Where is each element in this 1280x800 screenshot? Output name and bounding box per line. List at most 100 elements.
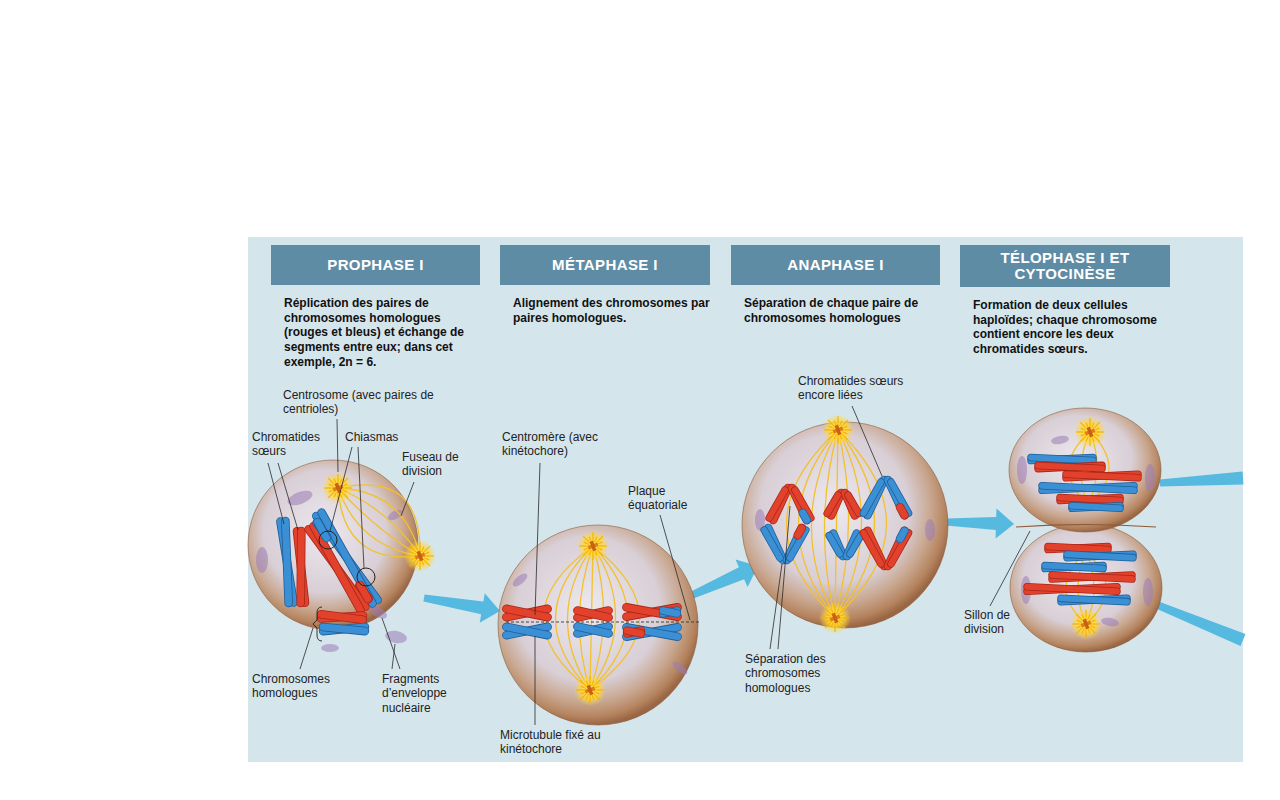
chromatid: [1060, 498, 1120, 501]
chromatid: [297, 531, 305, 603]
callout-label: Fuseau de division: [402, 450, 468, 479]
centrosome-ray: [419, 542, 420, 552]
centrosome-glow: [1074, 416, 1106, 448]
chromatid: [506, 609, 547, 617]
centrosome-ray: [579, 545, 589, 546]
centrosome-ray: [589, 694, 590, 704]
centrosome: [574, 674, 606, 706]
chromatid-outline: [314, 526, 361, 610]
centrosome: [819, 602, 851, 634]
chromatid: [318, 522, 327, 538]
centrosome-ray: [834, 434, 836, 440]
chromatid-outline: [864, 482, 881, 513]
chromatid-outline: [1048, 547, 1108, 550]
chromatid-outline: [1031, 457, 1093, 460]
nuclear-envelope-fragment: [511, 571, 530, 589]
spindle-fiber: [786, 430, 838, 618]
centrosome-glow: [574, 674, 606, 706]
chromatid-outline: [1031, 457, 1093, 460]
stage-title: MÉTAPHASE I: [552, 257, 658, 273]
chromatid-outline: [798, 528, 802, 535]
chromatid: [1052, 575, 1132, 579]
chromatid-outline: [900, 507, 904, 515]
chromatid-outline: [829, 536, 840, 554]
chromatid-outline: [506, 609, 547, 617]
centriole: [835, 425, 842, 436]
chromatid-outline: [626, 607, 677, 616]
chromatid-outline: [577, 627, 608, 634]
chromatid: [280, 522, 293, 603]
chromatid-outline: [1052, 575, 1132, 579]
centrosome-ray: [584, 542, 590, 544]
chromatid: [317, 523, 328, 538]
leader-line: [268, 463, 284, 524]
stage-header: PROPHASE IRéplication des paires de chro…: [271, 245, 480, 285]
centrosome-ray: [837, 416, 838, 426]
stage-title: TÉLOPHASE I ET CYTOCINÈSE: [968, 250, 1162, 282]
chromatid: [864, 482, 881, 513]
chromatid-outline: [803, 513, 807, 520]
centrosome-ray: [411, 552, 417, 554]
centrosome: [404, 540, 436, 572]
chromatid: [506, 609, 547, 617]
spindle-fiber: [798, 430, 838, 618]
centrosome-ray: [1086, 436, 1088, 442]
centrosome-ray: [422, 547, 424, 553]
chromatid: [1072, 506, 1120, 508]
chromatid: [360, 585, 368, 599]
centriole: [1083, 619, 1090, 630]
chromatid: [1038, 465, 1102, 468]
centrosome-ray: [416, 560, 418, 566]
chromatid-outline: [848, 495, 859, 513]
chromatid: [1027, 587, 1117, 591]
chromatid: [627, 631, 641, 634]
centrosome-ray: [1089, 436, 1090, 446]
nuclear-envelope-fragment: [1050, 434, 1069, 445]
leader-line: [535, 636, 536, 725]
chromatid-outline: [764, 530, 780, 558]
chromatid-outline: [1061, 598, 1127, 601]
centrosome-ray: [406, 555, 416, 556]
spindle-fiber: [835, 430, 862, 618]
chromatid: [314, 526, 361, 610]
chromatid: [1052, 575, 1132, 579]
callout-label: Séparation des chromosomes homologues: [745, 652, 845, 695]
equatorial-plate: [506, 622, 700, 623]
chromatid-outline: [323, 627, 365, 631]
chromatid-outline: [1038, 465, 1102, 468]
chromatid-outline: [1066, 474, 1138, 478]
centrosome-glow: [577, 530, 609, 562]
cell: [248, 460, 418, 630]
nuclear-envelope-fragment: [925, 519, 935, 541]
chromatid-outline: [1027, 587, 1117, 591]
centrosome-ray: [839, 620, 845, 622]
centrosome-ray: [1092, 423, 1094, 429]
chromatid: [285, 521, 288, 603]
bracket: [313, 607, 322, 641]
chromatid: [803, 513, 807, 520]
centrosome-glow: [822, 414, 854, 446]
chromatid-outline: [296, 531, 305, 603]
leader-line: [990, 531, 1030, 606]
leader-line: [300, 628, 313, 669]
centrosome-glow: [404, 540, 436, 572]
chromatid: [627, 631, 641, 634]
centrosome-ray: [324, 487, 334, 488]
centrosome-ray: [592, 532, 593, 542]
leader-line: [358, 447, 364, 568]
centrosome-ray: [826, 614, 832, 616]
chromatid-outline: [900, 531, 904, 539]
centrosome-ray: [340, 479, 342, 485]
centrosome-ray: [592, 681, 594, 687]
leader-line: [278, 463, 298, 530]
chromatid-outline: [864, 533, 881, 564]
chromatid: [626, 627, 677, 636]
nuclear-envelope-fragment: [321, 644, 339, 652]
chromatid-outline: [1067, 554, 1133, 557]
chromatid: [1042, 486, 1134, 491]
centrosome-ray: [837, 609, 839, 615]
chromatid: [1048, 547, 1108, 550]
chromatid: [827, 495, 838, 513]
